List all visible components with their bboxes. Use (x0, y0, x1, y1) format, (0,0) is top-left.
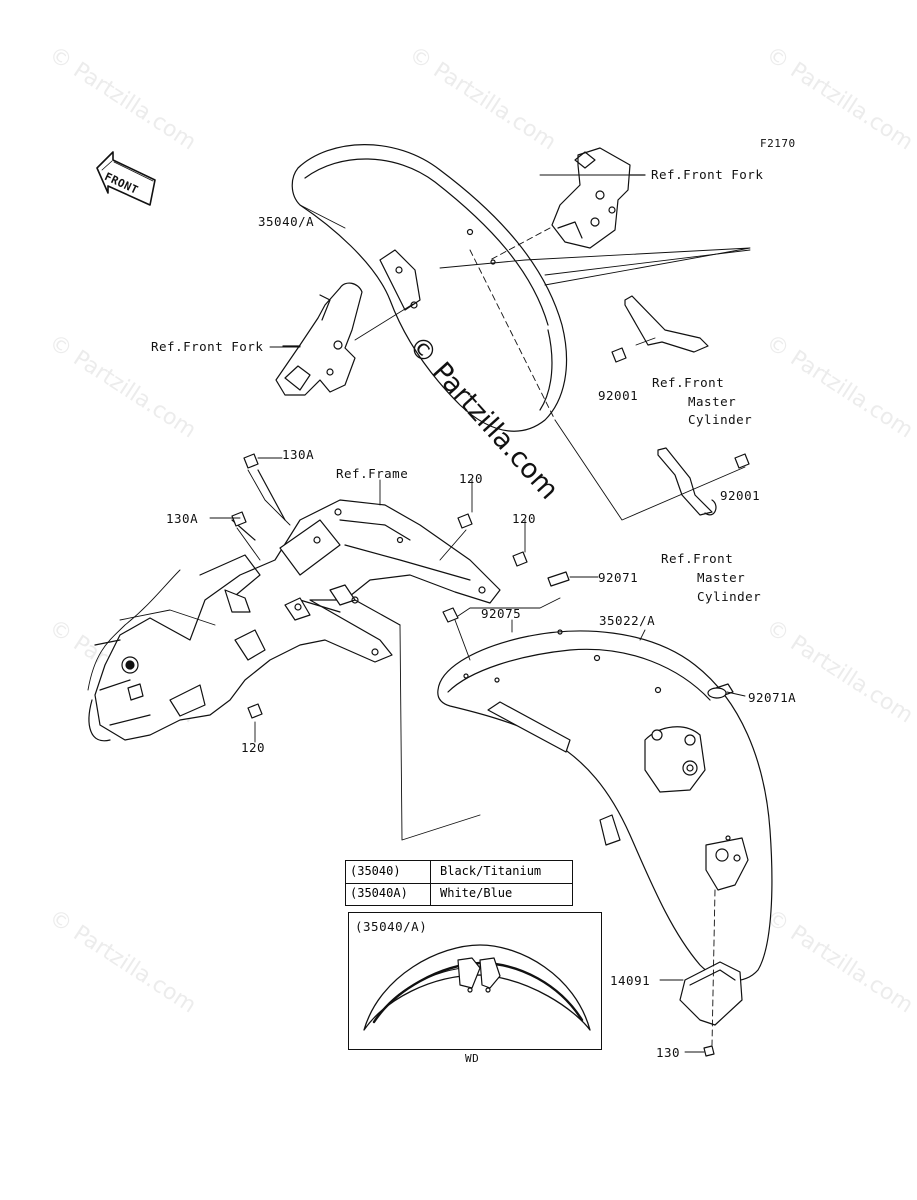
diagram-code: F2170 (760, 137, 796, 150)
table-row: (35040A) White/Blue (346, 883, 572, 905)
color-table: (35040) Black/Titanium (35040A) White/Bl… (345, 860, 573, 906)
inset-fender-drawing (363, 944, 591, 1031)
bolts-and-fasteners (231, 453, 727, 1057)
table-cell-code: (35040A) (350, 886, 408, 900)
label-bolt-130a-upper: 130A (282, 447, 315, 462)
label-bolt-120-a: 120 (459, 471, 484, 486)
inset-box: (35040/A) (348, 912, 602, 1050)
inset-title: (35040/A) (355, 919, 428, 934)
label-rear-fender: 35022/A (599, 613, 656, 628)
label-front-fork-upper: Ref.Front Fork (651, 167, 764, 182)
label-part-92071a: 92071A (748, 690, 797, 705)
label-ref-frame: Ref.Frame (336, 466, 409, 481)
label-part-92075: 92075 (481, 606, 522, 621)
front-fender-drawing (291, 144, 568, 432)
front-fork-left-drawing (275, 282, 363, 396)
table-cell-color: Black/Titanium (440, 864, 542, 878)
label-master-cylinder-lower-2: Master (697, 570, 746, 585)
label-bolt-130: 130 (656, 1045, 681, 1060)
label-bolt-92001-upper: 92001 (598, 388, 639, 403)
table-cell-code: (35040) (350, 864, 401, 878)
label-part-92071: 92071 (598, 570, 639, 585)
label-front-fender: 35040/A (258, 214, 315, 229)
front-arrow-icon (96, 151, 156, 206)
brake-hose-bracket-upper (611, 295, 709, 363)
label-bolt-120-b: 120 (512, 511, 537, 526)
label-master-cylinder-upper-3: Cylinder (688, 412, 753, 427)
label-bolt-120-c: 120 (241, 740, 266, 755)
label-master-cylinder-upper-2: Master (688, 394, 737, 409)
table-row: (35040) Black/Titanium (346, 861, 572, 884)
front-fork-right-drawing (551, 147, 646, 249)
label-master-cylinder-upper-1: Ref.Front (652, 375, 725, 390)
frame-drawing (87, 469, 501, 742)
rear-fender-drawing (437, 629, 773, 982)
table-cell-color: White/Blue (440, 886, 513, 900)
inset-caption: WD (465, 1052, 480, 1065)
leader-lines-front (269, 174, 751, 521)
label-master-cylinder-lower-1: Ref.Front (661, 551, 734, 566)
label-master-cylinder-lower-3: Cylinder (697, 589, 762, 604)
label-front-fork-left: Ref.Front Fork (151, 339, 264, 354)
brake-hose-bracket-lower (657, 447, 750, 516)
label-bolt-130a-lower: 130A (166, 511, 199, 526)
label-bolt-92001-lower: 92001 (720, 488, 761, 503)
label-part-14091: 14091 (610, 973, 651, 988)
rear-fender-bracket-drawing (679, 961, 743, 1026)
leader-lines-rear (209, 457, 746, 1053)
